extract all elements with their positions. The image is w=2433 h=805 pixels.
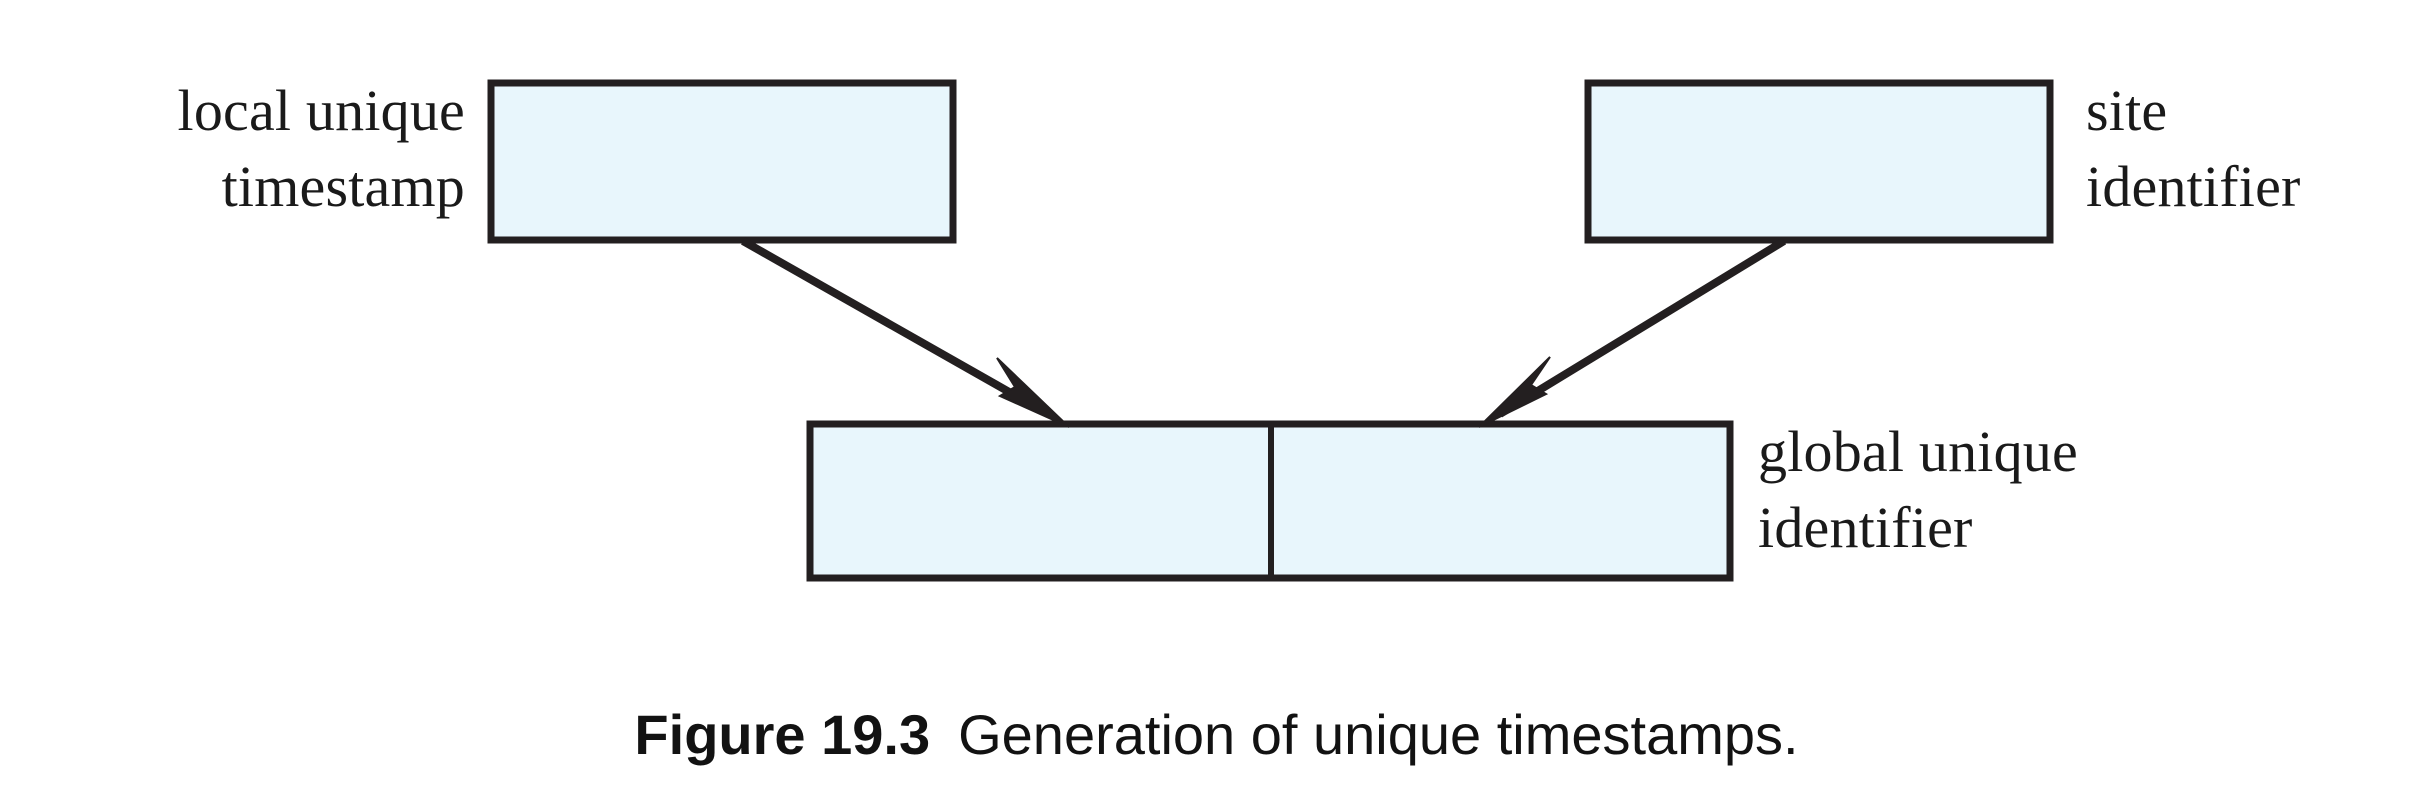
label-site-identifier: site identifier — [2086, 78, 2301, 219]
box-local-unique-timestamp — [487, 79, 957, 244]
label-local-unique-timestamp: local unique timestamp — [177, 78, 465, 219]
figure-caption: Figure 19.3 Generation of unique timestam… — [0, 702, 2433, 767]
figure-caption-number: Figure 19.3 — [634, 703, 931, 766]
label-global-unique-identifier: global unique identifier — [1758, 419, 2078, 560]
figure-caption-text: Generation of unique timestamps. — [958, 703, 1799, 766]
arrow-site-to-global — [1478, 237, 1787, 428]
box-site-identifier — [1584, 79, 2054, 244]
arrow-timestamp-to-global — [741, 237, 1070, 428]
